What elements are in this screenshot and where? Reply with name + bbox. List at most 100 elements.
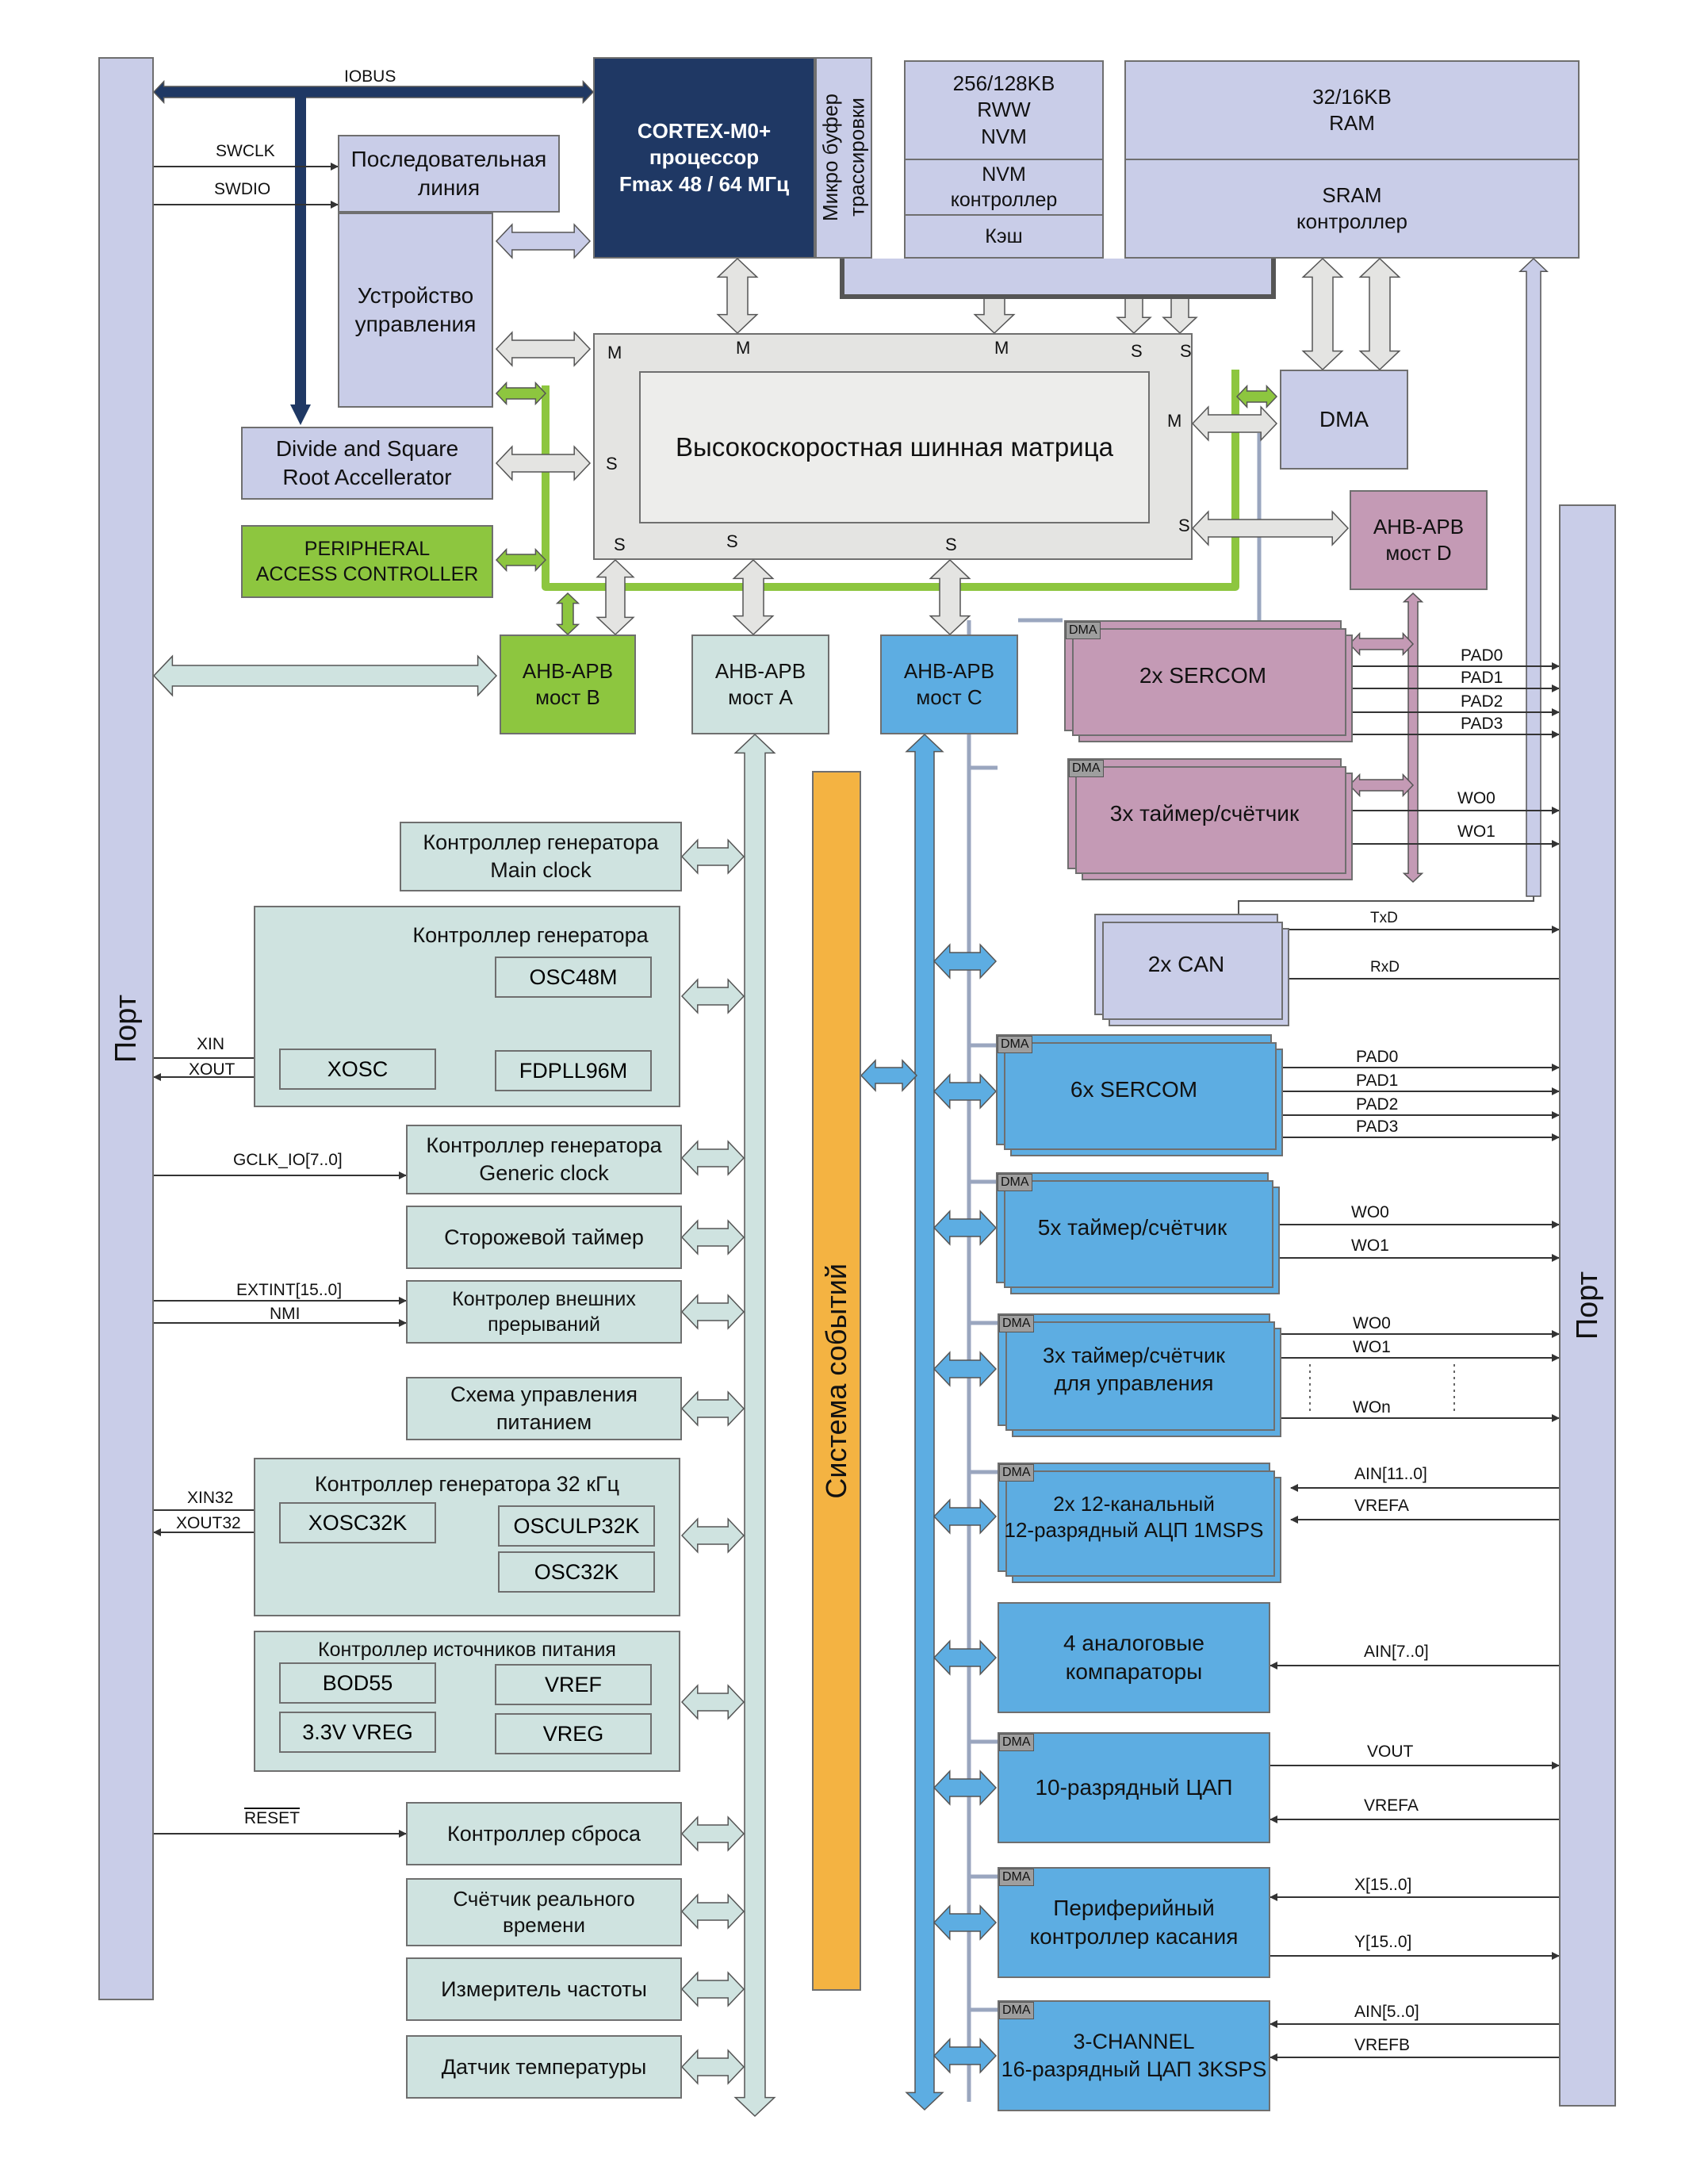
cpu-block: CORTEX-M0+ процессор Fmax 48 / 64 МГц [593,57,815,259]
extint-label: EXTINT[15..0] [236,1281,343,1299]
tc-d-wo1-label: WO1 [1457,822,1495,841]
bridge-c-connector-5 [933,1639,998,1676]
x-label: X[15..0] [1354,1876,1412,1894]
sram-controller-block: SRAM контроллер [1124,159,1580,259]
event-system-arrow [860,1059,918,1092]
dma-controller: DMA [1280,370,1408,470]
bridge-d: AHB-APB мост D [1350,490,1488,590]
bridge-a-connector-10 [680,1971,745,2007]
iobus-drop-head [290,404,311,425]
divas-block: Divide and Square Root Accellerator [241,427,493,500]
vreg33-block: 3.3V VREG [279,1712,436,1753]
xin-label: XIN [197,1035,225,1053]
nvm-controller-block: NVM контроллер [904,159,1104,216]
debug-unit-block: Устройство управления [338,213,493,408]
tcc-wo1-label: WO1 [1353,1338,1391,1356]
bod55-block: BOD55 [279,1662,436,1704]
bus-matrix-inner: Высокоскоростная шинная матрица [639,371,1150,523]
pac-arrow [495,547,547,573]
bridge-c-connector-0 [933,943,998,980]
divas-arrow [495,445,592,481]
bridge-a-connector-9 [680,1893,745,1930]
bridge-a-connector-8 [680,1815,745,1852]
fdpll-block: FDPLL96M [495,1050,652,1091]
xout-label: XOUT [189,1060,236,1079]
rxd-label: RxD [1370,959,1400,976]
tc-c-block: 5x таймер/счётчик [996,1172,1280,1294]
sram-dma-arrow [1301,257,1344,371]
sdadc-dma-tag: DMA [999,2002,1034,2019]
bridge-a-connector-3 [680,1219,745,1256]
matrix-bridge-a-arrow [732,558,775,636]
reset-controller: Контроллер сброса [406,1802,682,1865]
bridge-a-connector-4 [680,1294,745,1330]
green-core-arrow [495,381,547,406]
can-sram-route [1238,896,1534,914]
matrix-slave-5: S [614,535,626,554]
cpu-matrix-arrow [716,257,759,335]
main-clock-controller: Контроллер генератора Main clock [400,822,682,891]
tc-c-wo0-label: WO0 [1351,1203,1389,1221]
cache-block: Кэш [904,214,1104,259]
mtb-block: Микро буфер трассировки [815,57,872,259]
matrix-slave-4: S [1178,516,1190,535]
dac-block: 10-разрядный ЦАП [998,1732,1270,1843]
sercom-d-pad1-label: PAD1 [1461,669,1503,687]
sercom-d-pad0-label: PAD0 [1461,646,1503,665]
sercom-c-pad3-label: PAD3 [1356,1118,1399,1136]
bridge-a-connector-1 [680,978,745,1014]
freqm-block: Измеритель частоты [406,1957,682,2021]
gclk-label: GCLK_IO[7..0] [233,1151,343,1169]
bridge-a-connector-2 [680,1140,745,1176]
bridge-c-connector-3 [933,1351,998,1387]
bridge-c-vertical-bus [905,733,944,2111]
y-label: Y[15..0] [1354,1933,1412,1951]
right-port: Порт [1559,504,1616,2107]
swdio-label: SWDIO [214,180,271,198]
bridge-b: AHB-APB мост B [500,635,636,734]
tc-c-dma-tag: DMA [998,1174,1032,1191]
ain7-label: AIN[7..0] [1364,1643,1429,1661]
tc-d-block: 3x таймер/счётчик [1067,758,1353,880]
sercom-d-block: 2x SERCOM [1064,620,1353,742]
generic-clock-controller: Контроллер генератора Generic clock [406,1125,682,1194]
vout-label: VOUT [1367,1743,1414,1761]
mtb-label: Микро буфер трассировки [818,94,868,222]
matrix-bridge-b-arrow [596,558,635,636]
dac-vrefa-label: VREFA [1364,1796,1419,1815]
right-port-label: Порт [1570,1271,1604,1340]
txd-label: TxD [1370,910,1398,926]
matrix-slave-1: S [1131,341,1143,361]
rtc-block: Счётчик реального времени [406,1878,682,1946]
bridge-c: AHB-APB мост C [880,635,1018,734]
nmi-label: NMI [270,1305,301,1323]
adc-dma-tag: DMA [999,1464,1034,1482]
matrix-slave-3: S [606,454,618,473]
sercom-d-dma-tag: DMA [1066,622,1101,639]
left-port-label: Порт [109,994,143,1064]
ram-block: 32/16KB RAM [1124,60,1580,160]
bridge-a-connector-0 [680,838,745,875]
tcc-wo0-label: WO0 [1353,1314,1391,1332]
sercom-d-pad3-label: PAD3 [1461,715,1503,733]
ain5-label: AIN[5..0] [1354,2003,1419,2021]
matrix-slave-2: S [1180,341,1192,361]
bridge-a-connector-5 [680,1390,745,1427]
sram-dma-arrow-2 [1358,257,1401,371]
tc-c-wo1-label: WO1 [1351,1236,1389,1255]
vreg-block: VREG [495,1713,652,1754]
matrix-slave-6: S [726,531,738,551]
matrix-master-3: M [994,338,1009,358]
ain11-label: AIN[11..0] [1354,1465,1427,1483]
xosc32k-block: XOSC32K [279,1502,436,1543]
tc-d-dma-tag: DMA [1069,760,1104,777]
adc-block: 2x 12-канальный 12-разрядный АЦП 1MSPS [998,1463,1281,1583]
tc-d-wo0-label: WO0 [1457,789,1495,807]
xosc-block: XOSC [279,1049,436,1090]
pac-block: PERIPHERAL ACCESS CONTROLLER [241,525,493,598]
sercom-c-pad2-label: PAD2 [1356,1095,1399,1114]
bridge-b-green-arrow [555,592,580,636]
sercom-d-bus-arrow [1348,631,1415,657]
bridge-a-connector-7 [680,1684,745,1720]
